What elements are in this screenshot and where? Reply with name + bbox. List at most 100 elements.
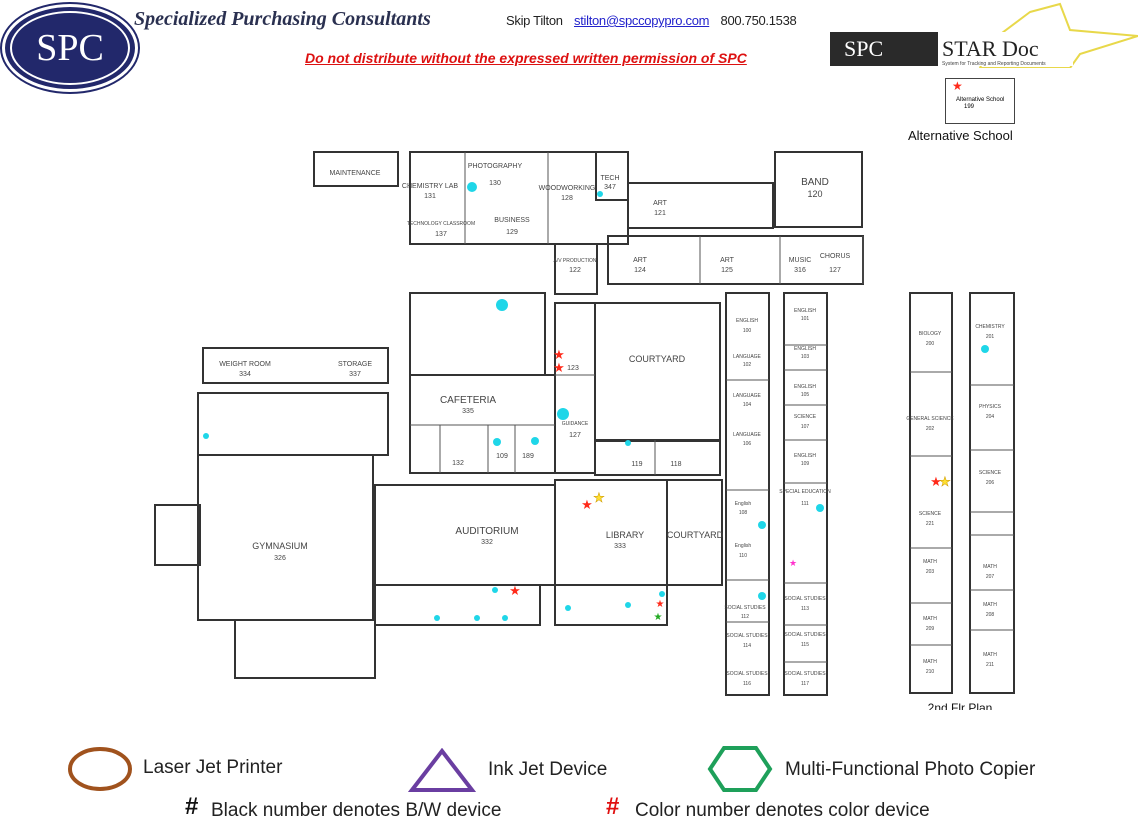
room-number: 131: [424, 193, 436, 200]
room-label: AUDITORIUM: [455, 526, 518, 537]
yellow-star-icon[interactable]: ★: [593, 490, 605, 506]
red-star-icon[interactable]: ★: [553, 360, 565, 375]
company-name: Specialized Purchasing Consultants: [134, 8, 431, 30]
room-number: 109: [801, 461, 810, 467]
room-number: 104: [743, 402, 752, 408]
room-number: 117: [801, 681, 809, 687]
device-dot-icon[interactable]: [597, 191, 603, 197]
device-dot-icon[interactable]: [625, 602, 631, 608]
device-dot-icon[interactable]: [625, 440, 631, 446]
room-number: 200: [926, 341, 935, 347]
room-number: 122: [569, 267, 581, 274]
room-number: 204: [986, 414, 995, 420]
room-number: 101: [801, 316, 810, 322]
room-number: 102: [743, 362, 752, 368]
room-label: ART: [720, 257, 735, 264]
green-star-icon[interactable]: ★: [654, 612, 663, 623]
room-label: COURTYARD: [667, 530, 724, 540]
room-number: 105: [801, 392, 810, 398]
second-floor-label: 2nd Flr Plan: [928, 701, 993, 710]
stardoc-spc-text: SPC: [844, 36, 883, 61]
red-star-icon[interactable]: ★: [553, 347, 565, 362]
room-number: 206: [986, 480, 995, 486]
room-number: 100: [743, 328, 752, 334]
room-label: CAFETERIA: [440, 395, 496, 406]
stardoc-title: STAR Doc: [942, 36, 1039, 61]
room-label: PHOTOGRAPHY: [468, 163, 523, 170]
legend-inkjet-label: Ink Jet Device: [488, 759, 608, 780]
room-number: 333: [614, 543, 626, 550]
spc-logo: SPC: [2, 4, 138, 92]
room-label: MATH: [923, 559, 937, 565]
pink-star-icon[interactable]: ★: [789, 558, 797, 568]
room-number: 110: [739, 553, 747, 559]
red-star-icon[interactable]: ★: [930, 474, 942, 489]
legend-mfp-label: Multi-Functional Photo Copier: [785, 759, 1036, 780]
red-star-icon[interactable]: ★: [581, 497, 593, 512]
contact-email-link[interactable]: stilton@spccopypro.com: [574, 13, 710, 28]
room-number: 125: [721, 267, 733, 274]
room-number: 337: [349, 371, 361, 378]
device-dot-icon[interactable]: [203, 433, 209, 439]
room-label: TECHNOLOGY CLASSROOM: [407, 221, 475, 227]
room-label: MATH: [983, 652, 997, 658]
device-dot-icon[interactable]: [565, 605, 571, 611]
alt-room-name: Alternative School: [956, 97, 1005, 103]
room-label: ENGLISH: [794, 453, 816, 459]
device-dot-icon[interactable]: [502, 615, 508, 621]
room-label: STORAGE: [338, 361, 372, 368]
room-number: 207: [986, 574, 995, 580]
room-label: MUSIC: [789, 257, 812, 264]
contact-name: Skip Tilton: [506, 13, 563, 28]
bw-hash-icon: #: [185, 793, 199, 820]
room-number: 115: [801, 642, 809, 648]
room-label: MATH: [983, 602, 997, 608]
room-label: SOCIAL STUDIES: [784, 596, 826, 602]
room-label: MATH: [983, 564, 997, 570]
room-label: SOCIAL STUDIES: [784, 671, 826, 677]
room-number: 129: [506, 229, 518, 236]
room-label: ENGLISH: [736, 318, 758, 324]
device-dot-icon[interactable]: [474, 615, 480, 621]
device-dot-icon[interactable]: [434, 615, 440, 621]
room-label: SOCIAL STUDIES: [726, 633, 768, 639]
device-dot-icon[interactable]: [659, 591, 665, 597]
device-dot-icon[interactable]: [531, 437, 539, 445]
room-label: SOCIAL STUDIES: [726, 671, 768, 677]
room-number: 202: [926, 426, 935, 432]
room-label: LANGUAGE: [733, 393, 761, 399]
red-star-icon[interactable]: ★: [509, 583, 521, 598]
contact-phone: 800.750.1538: [720, 13, 797, 28]
yellow-star-icon[interactable]: ★: [939, 474, 951, 490]
room-label: ENGLISH: [794, 308, 816, 314]
device-dot-icon[interactable]: [467, 182, 477, 192]
distribution-warning: Do not distribute without the expressed …: [305, 50, 747, 66]
room-label: SCIENCE: [919, 511, 942, 517]
device-dot-icon[interactable]: [557, 408, 569, 420]
room-label: ENGLISH: [794, 346, 816, 352]
device-dot-icon[interactable]: [816, 504, 824, 512]
room-label: MAINTENANCE: [330, 170, 381, 177]
room-number: 127: [829, 267, 841, 274]
red-star-icon[interactable]: ★: [656, 599, 665, 610]
room-number: 113: [801, 606, 809, 612]
room-number: 137: [435, 231, 447, 238]
room-label: PHYSICS: [979, 404, 1002, 410]
room-label: CHEMISTRY LAB: [402, 183, 458, 190]
room-label: SCIENCE: [794, 414, 817, 420]
room-number: 334: [239, 371, 251, 378]
room-label: BIOLOGY: [919, 331, 942, 337]
legend-laser-label: Laser Jet Printer: [143, 757, 283, 778]
color-hash-icon: #: [606, 793, 620, 820]
device-dot-icon[interactable]: [981, 345, 989, 353]
inkjet-triangle-icon: [408, 748, 476, 792]
room-label: A/V PRODUCTION: [553, 258, 596, 264]
room-number: 108: [739, 510, 748, 516]
room-label: GENERAL SCIENCE: [906, 416, 954, 422]
device-dot-icon[interactable]: [496, 299, 508, 311]
device-dot-icon[interactable]: [758, 521, 766, 529]
device-dot-icon[interactable]: [493, 438, 501, 446]
device-dot-icon[interactable]: [492, 587, 498, 593]
device-dot-icon[interactable]: [758, 592, 766, 600]
room-number: 103: [801, 354, 810, 360]
